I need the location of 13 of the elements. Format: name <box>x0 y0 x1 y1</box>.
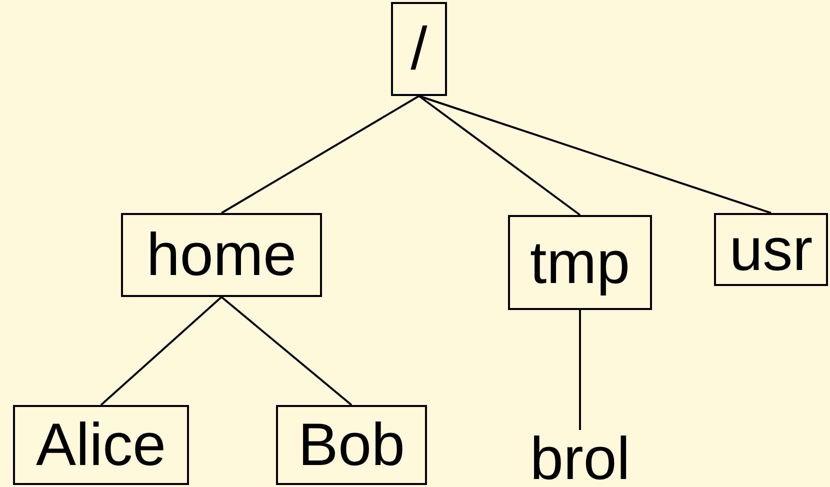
connector-line <box>579 310 581 430</box>
connector-line <box>221 95 420 214</box>
directory-box: Bob <box>276 405 427 485</box>
directory-box: tmp <box>508 215 652 310</box>
connector-line <box>100 296 222 406</box>
directory-box: Alice <box>13 405 189 485</box>
file-label: brol <box>515 430 645 487</box>
directory-box: / <box>391 2 447 96</box>
directory-box: home <box>121 213 322 297</box>
directory-box: usr <box>714 213 828 286</box>
connector-line <box>220 296 352 406</box>
connector-line <box>418 95 581 216</box>
connector-line <box>418 95 772 214</box>
